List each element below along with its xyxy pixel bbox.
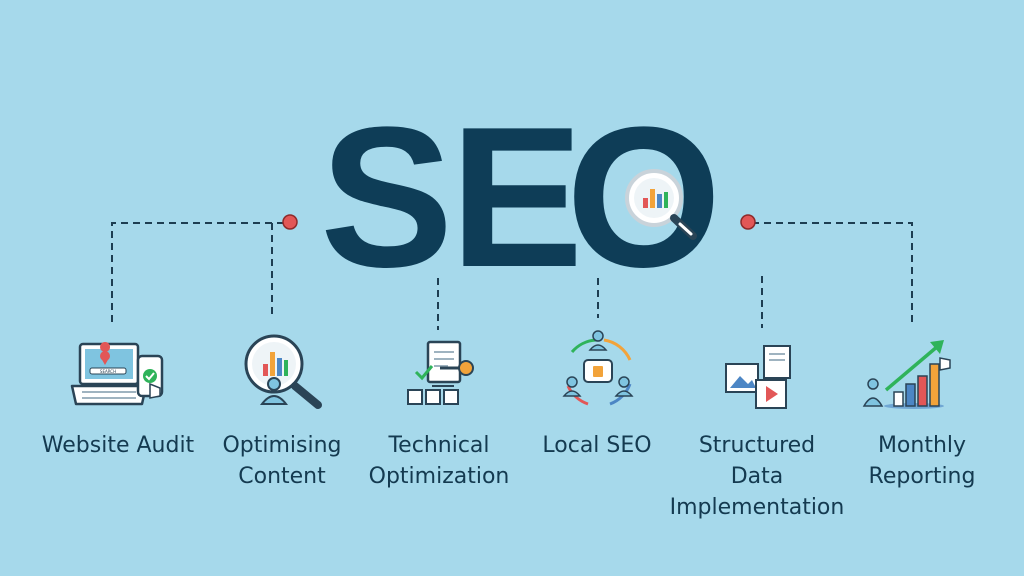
feature-label-optimising-content: Optimising Content: [208, 430, 356, 492]
feature-label-local-seo: Local SEO: [524, 430, 670, 461]
connector-left: [111, 222, 285, 322]
label-line: Reporting: [868, 464, 976, 489]
label-line: Optimization: [368, 464, 510, 489]
feature-label-website-audit: Website Audit: [32, 430, 204, 461]
label-line: Local SEO: [542, 433, 652, 458]
location-users-like-icon: [562, 330, 634, 406]
image-video-files-icon: [725, 345, 791, 409]
document-key-sitemap-icon: [407, 340, 474, 405]
label-line: Data: [730, 464, 784, 489]
label-line: Structured: [698, 433, 816, 458]
label-line: Technical: [388, 433, 490, 458]
seo-title: S E O: [320, 86, 722, 309]
label-line: Website Audit: [41, 433, 195, 458]
title-letter-e: E: [450, 86, 583, 309]
label-line: Monthly: [877, 433, 967, 458]
feature-label-structured-data: Structured Data Implementation: [662, 430, 852, 523]
feature-label-technical-optimization: Technical Optimization: [358, 430, 520, 492]
title-magnifier-icon: [625, 169, 697, 240]
magnifier-chart-user-icon: [244, 334, 322, 409]
feature-label-monthly-reporting: Monthly Reporting: [852, 430, 992, 492]
label-line: Implementation: [669, 495, 845, 520]
connector-lines: [111, 222, 913, 330]
connector-dot-left: [282, 214, 298, 230]
label-line: Content: [238, 464, 326, 489]
laptop-phone-audit-icon: SEARCH: [70, 342, 164, 406]
title-letter-s: S: [320, 86, 453, 309]
growth-chart-arrow-icon: [862, 340, 951, 409]
connector-dot-right: [740, 214, 756, 230]
connector-right: [752, 222, 913, 322]
screen-search-text: SEARCH: [100, 369, 116, 374]
label-line: Optimising: [222, 433, 342, 458]
